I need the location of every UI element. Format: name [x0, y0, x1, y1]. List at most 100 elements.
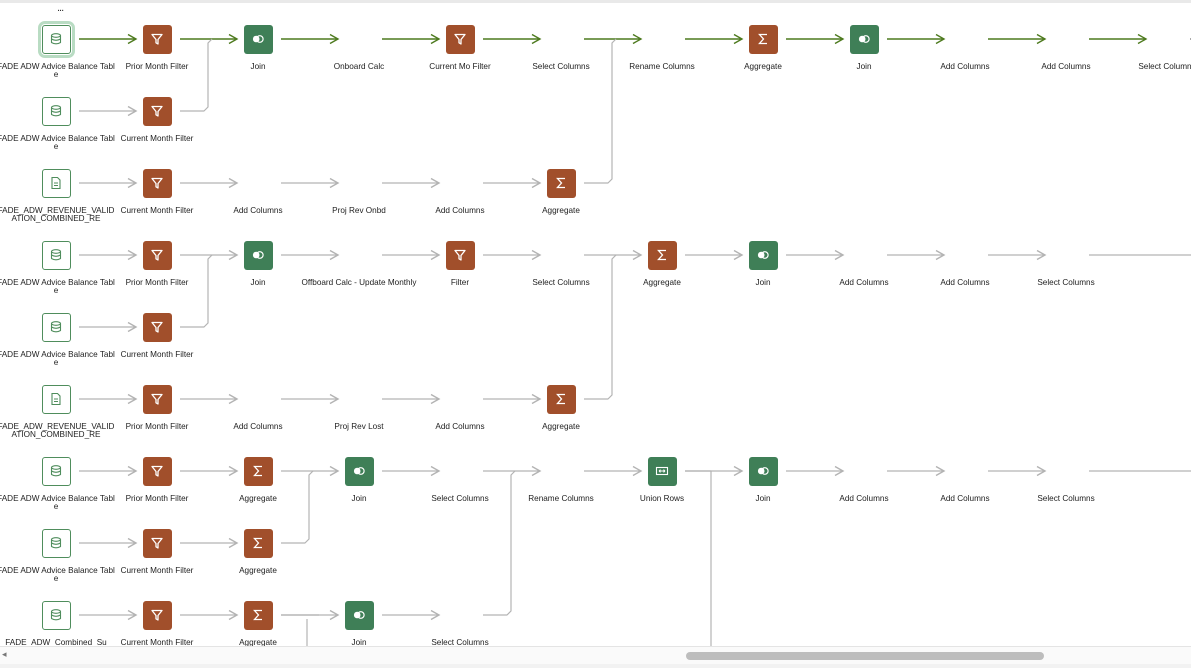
horizontal-scrollbar[interactable]: ◂: [0, 646, 1191, 665]
node-label: FADE ADW Advice Balance Table: [0, 134, 115, 151]
canvas-bottom-border: [0, 664, 1191, 668]
filter-node[interactable]: [445, 240, 475, 270]
join-node[interactable]: [243, 24, 273, 54]
columns-node[interactable]: [547, 25, 576, 54]
agg-node[interactable]: [748, 24, 778, 54]
source-node[interactable]: [41, 240, 71, 270]
arrowhead-icon: [531, 393, 542, 405]
columns-node[interactable]: [850, 241, 879, 270]
agg-node[interactable]: [243, 528, 273, 558]
union-node[interactable]: [647, 456, 677, 486]
node-label: Rename Columns: [528, 494, 594, 503]
source-node[interactable]: [41, 96, 71, 126]
filter-node[interactable]: [142, 168, 172, 198]
scroll-left-icon[interactable]: ◂: [2, 649, 7, 659]
node-label: Join: [351, 638, 367, 647]
columns-node[interactable]: [244, 169, 273, 198]
node-label: FADE_ADW_REVENUE_VALIDATION_COMBINED_RE: [0, 422, 115, 439]
columns-node[interactable]: [345, 385, 374, 414]
columns-node[interactable]: [850, 457, 879, 486]
columns-node[interactable]: [648, 25, 677, 54]
agg-node[interactable]: [546, 168, 576, 198]
filter-node[interactable]: [142, 384, 172, 414]
join-icon: [252, 35, 264, 43]
columns-node[interactable]: [1052, 457, 1081, 486]
columns-node[interactable]: [951, 25, 980, 54]
node-label: Current Month Filter: [120, 350, 194, 359]
node-label: Select Columns: [532, 62, 590, 71]
columns-node[interactable]: [446, 601, 475, 630]
node-label: FADE ADW Advice Balance Table: [0, 350, 115, 367]
columns-node[interactable]: [446, 457, 475, 486]
arrowhead-icon: [127, 33, 138, 45]
filter-node[interactable]: [142, 24, 172, 54]
arrowhead-icon: [127, 177, 138, 189]
source-node[interactable]: [41, 312, 71, 342]
sigma-icon: [253, 465, 262, 477]
columns-node[interactable]: [547, 457, 576, 486]
source-node[interactable]: [41, 168, 71, 198]
columns-node[interactable]: [547, 241, 576, 270]
join-node[interactable]: [243, 240, 273, 270]
node-label: Select Columns: [1037, 494, 1095, 503]
add-columns-icon: [959, 33, 971, 45]
source-node[interactable]: [41, 456, 71, 486]
scrollbar-thumb[interactable]: [686, 652, 1044, 660]
agg-node[interactable]: [243, 600, 273, 630]
columns-node[interactable]: [1052, 241, 1081, 270]
columns-node[interactable]: [951, 241, 980, 270]
filter-node[interactable]: [142, 312, 172, 342]
node-label: Join: [250, 62, 266, 71]
columns-node[interactable]: [345, 25, 374, 54]
join-node[interactable]: [748, 456, 778, 486]
filter-node[interactable]: [142, 456, 172, 486]
agg-node[interactable]: [647, 240, 677, 270]
node-label: Current Month Filter: [120, 638, 194, 647]
columns-node[interactable]: [345, 241, 374, 270]
join-node[interactable]: [344, 600, 374, 630]
columns-node[interactable]: [446, 385, 475, 414]
node-label: Add Columns: [940, 278, 990, 287]
filter-icon: [151, 249, 163, 261]
node-label: FADE_ADW_Combined_Su: [5, 638, 107, 647]
join-node[interactable]: [849, 24, 879, 54]
agg-node[interactable]: [546, 384, 576, 414]
filter-node[interactable]: [142, 240, 172, 270]
columns-node[interactable]: [951, 457, 980, 486]
join-node[interactable]: [748, 240, 778, 270]
arrowhead-icon: [228, 33, 239, 45]
node-label: FADE ADW Advice Balance Table: [0, 566, 115, 583]
filter-node[interactable]: [142, 96, 172, 126]
source-node[interactable]: [41, 600, 71, 630]
filter-node[interactable]: [142, 528, 172, 558]
columns-node[interactable]: [244, 385, 273, 414]
source-node[interactable]: [41, 384, 71, 414]
arrowhead-icon: [329, 249, 340, 261]
sigma-icon: [253, 537, 262, 549]
columns-node[interactable]: [345, 169, 374, 198]
arrowhead-icon: [329, 393, 340, 405]
arrowhead-icon: [430, 609, 441, 621]
source-node[interactable]: [41, 528, 71, 558]
node-label: Current Month Filter: [120, 566, 194, 575]
agg-node[interactable]: [243, 456, 273, 486]
columns-node[interactable]: [1153, 25, 1182, 54]
join-node[interactable]: [344, 456, 374, 486]
node-label: Add Columns: [435, 206, 485, 215]
join-icon: [858, 35, 870, 43]
node-label: Prior Month Filter: [125, 278, 189, 287]
node-label: Add Columns: [839, 278, 889, 287]
join-icon: [252, 251, 264, 259]
add-columns-icon: [454, 393, 466, 405]
arrowhead-icon: [228, 393, 239, 405]
arrowhead-icon: [1036, 465, 1047, 477]
filter-node[interactable]: [445, 24, 475, 54]
node-label: Proj Rev Lost: [334, 422, 384, 431]
columns-node[interactable]: [446, 169, 475, 198]
source-node[interactable]: [37, 20, 75, 58]
node-menu-icon[interactable]: ...: [57, 2, 64, 14]
filter-node[interactable]: [142, 600, 172, 630]
arrowhead-icon: [935, 465, 946, 477]
columns-node[interactable]: [1052, 25, 1081, 54]
